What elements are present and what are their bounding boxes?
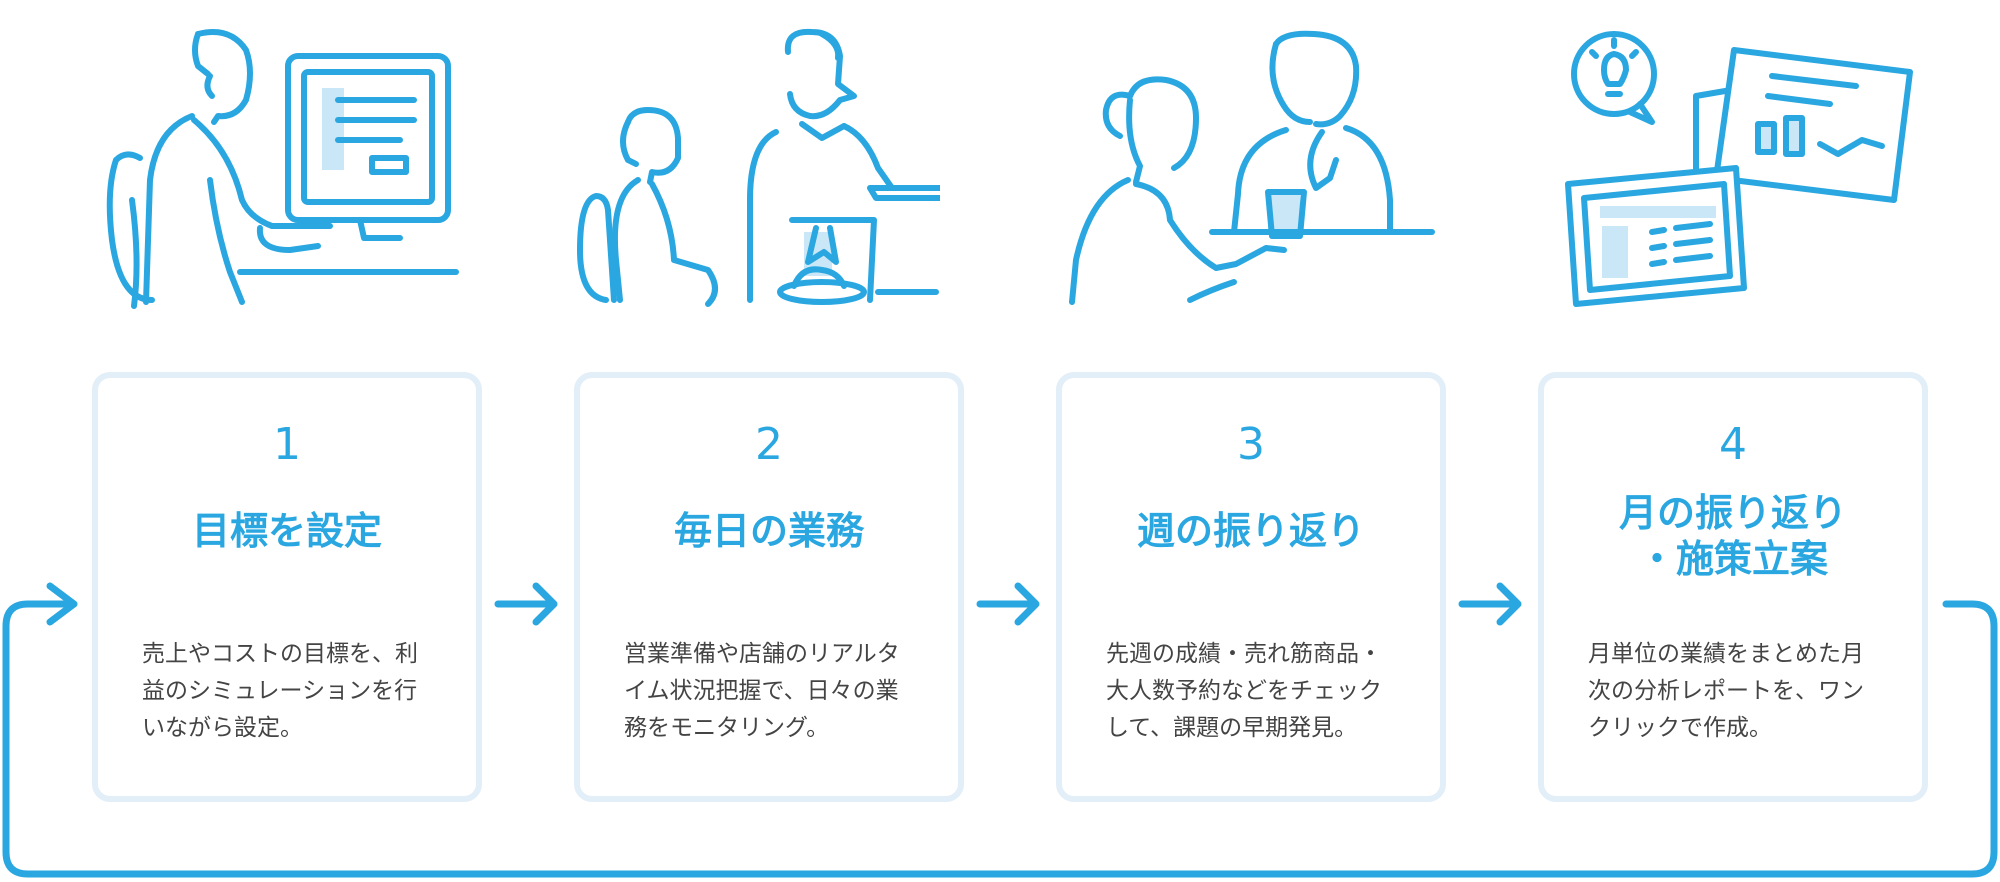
step-description: 売上やコストの目標を、利益のシミュレーションを行いながら設定。 <box>142 641 418 741</box>
step-title-line: ・施策立案 <box>1637 537 1828 581</box>
step-title-line: 毎日の業務 <box>673 509 864 553</box>
staff-talking-illustration <box>1069 30 1435 305</box>
step-title-line: 週の振り返り <box>1136 509 1365 553</box>
step-card-2: 2 毎日の業務 営業準備や店舗のリアルタイム状況把握で、日々の業務をモニタリング… <box>574 372 964 802</box>
step-description: 営業準備や店舗のリアルタイム状況把握で、日々の業務をモニタリング。 <box>624 641 900 741</box>
step-number: 3 <box>1237 419 1265 470</box>
staff-serving-customer-illustration <box>577 28 940 307</box>
lightbulb-icon <box>1571 31 1657 125</box>
arrow-right-icon <box>494 582 558 626</box>
step-number: 4 <box>1719 419 1747 470</box>
step-description: 先週の成績・売れ筋商品・大人数予約などをチェックして、課題の早期発見。 <box>1106 641 1382 741</box>
step-title-line: 月の振り返り <box>1618 491 1847 535</box>
step-title-line: 目標を設定 <box>191 509 382 553</box>
arrow-right-icon <box>1458 582 1522 626</box>
monthly-report-documents-illustration <box>1565 31 1913 307</box>
arrow-right-icon <box>976 582 1040 626</box>
step-title: 目標を設定 <box>118 508 456 554</box>
step-title: 毎日の業務 <box>600 508 938 554</box>
step-card-3: 3 週の振り返り 先週の成績・売れ筋商品・大人数予約などをチェックして、課題の早… <box>1056 372 1446 802</box>
step-title: 月の振り返り ・施策立案 <box>1564 490 1902 582</box>
step-number: 1 <box>273 419 301 470</box>
person-at-computer-illustration <box>106 29 459 309</box>
step-card-1: 1 目標を設定 売上やコストの目標を、利益のシミュレーションを行いながら設定。 <box>92 372 482 802</box>
step-title: 週の振り返り <box>1082 508 1420 554</box>
step-number: 2 <box>755 419 783 470</box>
step-description: 月単位の業績をまとめた月次の分析レポートを、ワンクリックで作成。 <box>1588 641 1864 741</box>
step-card-4: 4 月の振り返り ・施策立案 月単位の業績をまとめた月次の分析レポートを、ワンク… <box>1538 372 1928 802</box>
